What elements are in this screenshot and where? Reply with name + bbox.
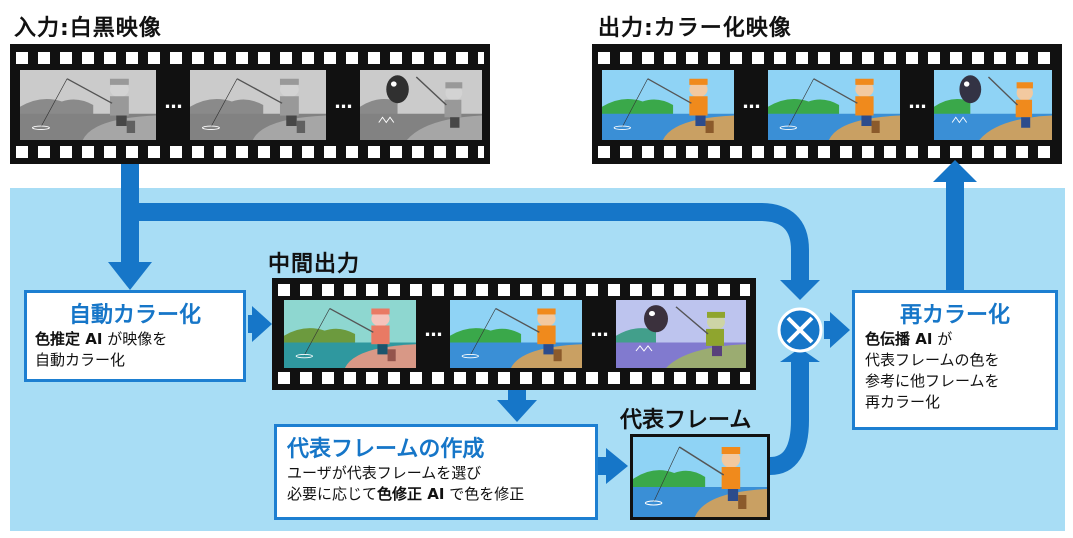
auto-color-desc: 色推定 AI が映像を 自動カラー化 bbox=[35, 329, 235, 371]
recolor-line1: が bbox=[932, 330, 953, 348]
output-title: 出力:カラー化映像 bbox=[598, 16, 792, 41]
input-frame-2 bbox=[190, 70, 326, 140]
recolor-desc: 色伝播 AI が 代表フレームの色を 参考に他フレームを 再カラー化 bbox=[865, 329, 1045, 413]
arrowhead bbox=[780, 348, 820, 362]
ellipsis: … bbox=[424, 320, 443, 341]
rep-create-box: 代表フレームの作成 ユーザが代表フレームを選び 必要に応じて色修正 AI で色を… bbox=[274, 424, 598, 520]
output-frame-1 bbox=[602, 70, 734, 140]
auto-color-line2: 自動カラー化 bbox=[35, 351, 126, 369]
arrowhead bbox=[933, 160, 977, 182]
auto-color-ai-name: 色推定 AI bbox=[35, 330, 103, 348]
sprocket-row-bottom bbox=[278, 372, 750, 384]
auto-color-title: 自動カラー化 bbox=[68, 303, 201, 328]
ellipsis: … bbox=[908, 92, 927, 113]
arrowhead bbox=[252, 306, 272, 342]
sprocket-row-bottom bbox=[16, 146, 484, 158]
recolor-line4: 再カラー化 bbox=[865, 393, 941, 411]
auto-color-box: 自動カラー化 色推定 AI が映像を 自動カラー化 bbox=[24, 290, 246, 382]
arrowhead bbox=[108, 262, 152, 290]
input-title: 入力:白黒映像 bbox=[14, 16, 162, 41]
intermediate-title: 中間出力 bbox=[268, 252, 361, 277]
output-film-strip: … … bbox=[592, 44, 1062, 164]
rep-create-desc: ユーザが代表フレームを選び 必要に応じて色修正 AI で色を修正 bbox=[287, 463, 585, 505]
arrowhead bbox=[606, 448, 628, 484]
rep-create-title: 代表フレームの作成 bbox=[287, 437, 485, 462]
arrowhead bbox=[780, 280, 820, 300]
ellipsis: … bbox=[334, 92, 353, 113]
ellipsis: … bbox=[590, 320, 609, 341]
rep-create-ai-name: 色修正 AI bbox=[377, 485, 445, 503]
combine-icon bbox=[777, 307, 823, 353]
sprocket-row-top bbox=[598, 52, 1056, 64]
recolor-title: 再カラー化 bbox=[899, 303, 1010, 328]
recolor-line2: 代表フレームの色を bbox=[865, 351, 1000, 369]
recolor-line3: 参考に他フレームを bbox=[865, 372, 1000, 390]
output-frame-2 bbox=[768, 70, 900, 140]
intermediate-frame-1 bbox=[284, 300, 416, 368]
input-film-strip: … … bbox=[10, 44, 490, 164]
intermediate-frame-3 bbox=[616, 300, 746, 368]
rep-frame-box bbox=[630, 434, 770, 520]
arrowhead bbox=[497, 400, 537, 422]
intermediate-film-strip: … … bbox=[272, 278, 756, 390]
sprocket-row-top bbox=[278, 284, 750, 296]
input-frame-3 bbox=[360, 70, 482, 140]
output-frame-3 bbox=[934, 70, 1052, 140]
ellipsis: … bbox=[164, 92, 183, 113]
rep-frame-title: 代表フレーム bbox=[620, 408, 752, 433]
recolor-box: 再カラー化 色伝播 AI が 代表フレームの色を 参考に他フレームを 再カラー化 bbox=[852, 290, 1058, 430]
recolor-ai-name: 色伝播 AI bbox=[865, 330, 933, 348]
arrowhead bbox=[830, 312, 850, 348]
ellipsis: … bbox=[742, 92, 761, 113]
rep-create-line2-post: で色を修正 bbox=[444, 485, 525, 503]
input-frame-1 bbox=[20, 70, 156, 140]
auto-color-line1: が映像を bbox=[102, 330, 168, 348]
sprocket-row-top bbox=[16, 52, 484, 64]
rep-create-line2-pre: 必要に応じて bbox=[287, 485, 378, 503]
sprocket-row-bottom bbox=[598, 146, 1056, 158]
intermediate-frame-2 bbox=[450, 300, 582, 368]
rep-create-line1: ユーザが代表フレームを選び bbox=[287, 464, 482, 482]
